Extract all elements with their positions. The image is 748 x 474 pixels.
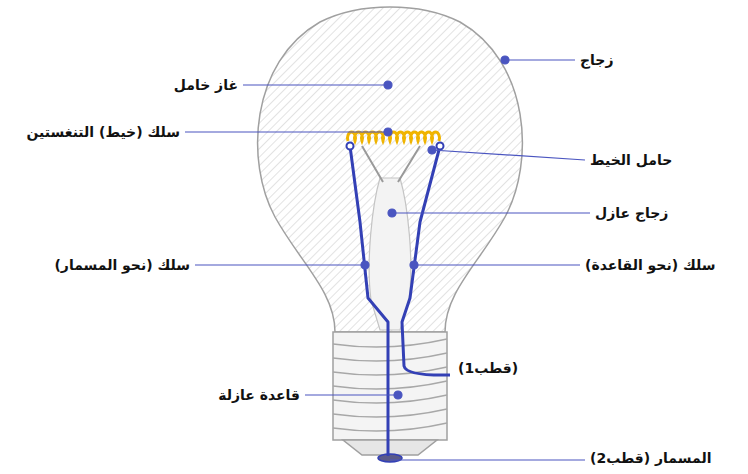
screw-base bbox=[333, 332, 447, 462]
leader-lines bbox=[185, 56, 590, 460]
wire-joint bbox=[347, 143, 354, 150]
glass-globe bbox=[258, 7, 523, 332]
lead-wire-right bbox=[402, 146, 450, 375]
part-label: حامل الخيط bbox=[590, 152, 672, 169]
wire-joint bbox=[437, 143, 444, 150]
screw-thread bbox=[333, 395, 447, 403]
part-label: زجاج bbox=[580, 52, 614, 69]
part-label: سلك (خيط) التنغستين bbox=[26, 124, 180, 141]
screw-thread bbox=[333, 353, 447, 361]
part-label: (قطب1) bbox=[458, 360, 518, 377]
part-label: غاز خامل bbox=[174, 77, 238, 94]
filament-support bbox=[362, 146, 420, 182]
lead-wire-left bbox=[350, 146, 388, 456]
screw-thread bbox=[333, 381, 447, 389]
part-label: زجاج عازل bbox=[595, 205, 668, 222]
screw-thread bbox=[333, 339, 447, 347]
screw-thread bbox=[333, 409, 447, 417]
part-label: سلك (نحو المسمار) bbox=[54, 257, 190, 274]
part-label: قاعدة عازلة bbox=[218, 387, 300, 404]
screw-thread bbox=[333, 423, 447, 431]
part-label: المسمار (قطب2) bbox=[590, 450, 711, 467]
part-label: سلك (نحو القاعدة) bbox=[585, 257, 716, 274]
tungsten-filament bbox=[348, 132, 440, 141]
